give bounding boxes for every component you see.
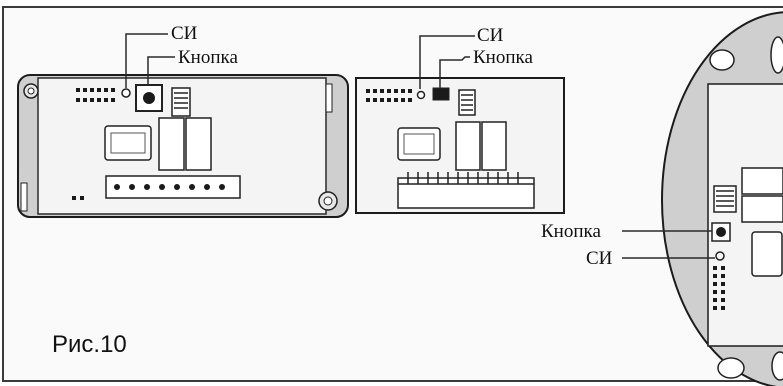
board-1-button-leader: [147, 56, 175, 85]
board-3-hole-bottom-right: [771, 351, 783, 381]
board-3-hole-top-right: [770, 36, 783, 74]
board-1-si-label: СИ: [171, 23, 198, 44]
board-2-button-leader: [439, 56, 470, 88]
board-1-slot-right: [325, 83, 333, 113]
board-2: [355, 35, 565, 214]
board-3-chip: [713, 185, 737, 213]
board-3-hole-bottom: [717, 357, 745, 379]
figure-caption: Рис.10: [52, 331, 127, 358]
board-2-relay-2: [481, 121, 507, 171]
board-3-transformer: [751, 231, 783, 277]
board-3-relay-1: [741, 167, 783, 195]
board-1-terminal-block: [105, 175, 241, 199]
board-2-relay-1: [455, 121, 481, 171]
board-1-relay-1: [158, 117, 185, 171]
board-1-button-cap: [143, 92, 155, 104]
board-2-button: [432, 87, 450, 101]
board-3-hole-top: [709, 49, 735, 71]
board-1-si-contact: [121, 88, 131, 98]
board-3-relay-2: [741, 195, 783, 223]
board-1-transformer: [104, 125, 152, 161]
board-1-slot-left: [20, 182, 28, 212]
board-2-si-label: СИ: [477, 25, 504, 46]
board-2-button-label: Кнопка: [473, 47, 533, 68]
board-3-button-label: Кнопка: [541, 221, 601, 242]
board-1: [17, 33, 349, 218]
board-2-si-leader: [419, 35, 475, 89]
board-3: [622, 11, 783, 386]
board-1-relay-2: [185, 117, 212, 171]
board-3-button-cap: [716, 227, 726, 237]
board-1-button-label: Кнопка: [178, 47, 238, 68]
board-3-si-label: СИ: [586, 248, 613, 269]
board-3-si-contact: [715, 251, 725, 261]
board-2-transformer: [397, 127, 441, 161]
board-2-terminal-block: [397, 172, 535, 209]
board-1-si-leader: [125, 33, 168, 88]
board-2-si-contact: [416, 90, 426, 100]
board-2-chip: [458, 89, 476, 116]
board-2-si-header: [366, 89, 412, 102]
board-1-si-header: [76, 88, 115, 102]
board-1-chip: [171, 87, 191, 117]
board-1-button: [135, 84, 163, 112]
board-1-terminal-screws: [114, 184, 225, 190]
board-3-si-header: [713, 266, 725, 310]
